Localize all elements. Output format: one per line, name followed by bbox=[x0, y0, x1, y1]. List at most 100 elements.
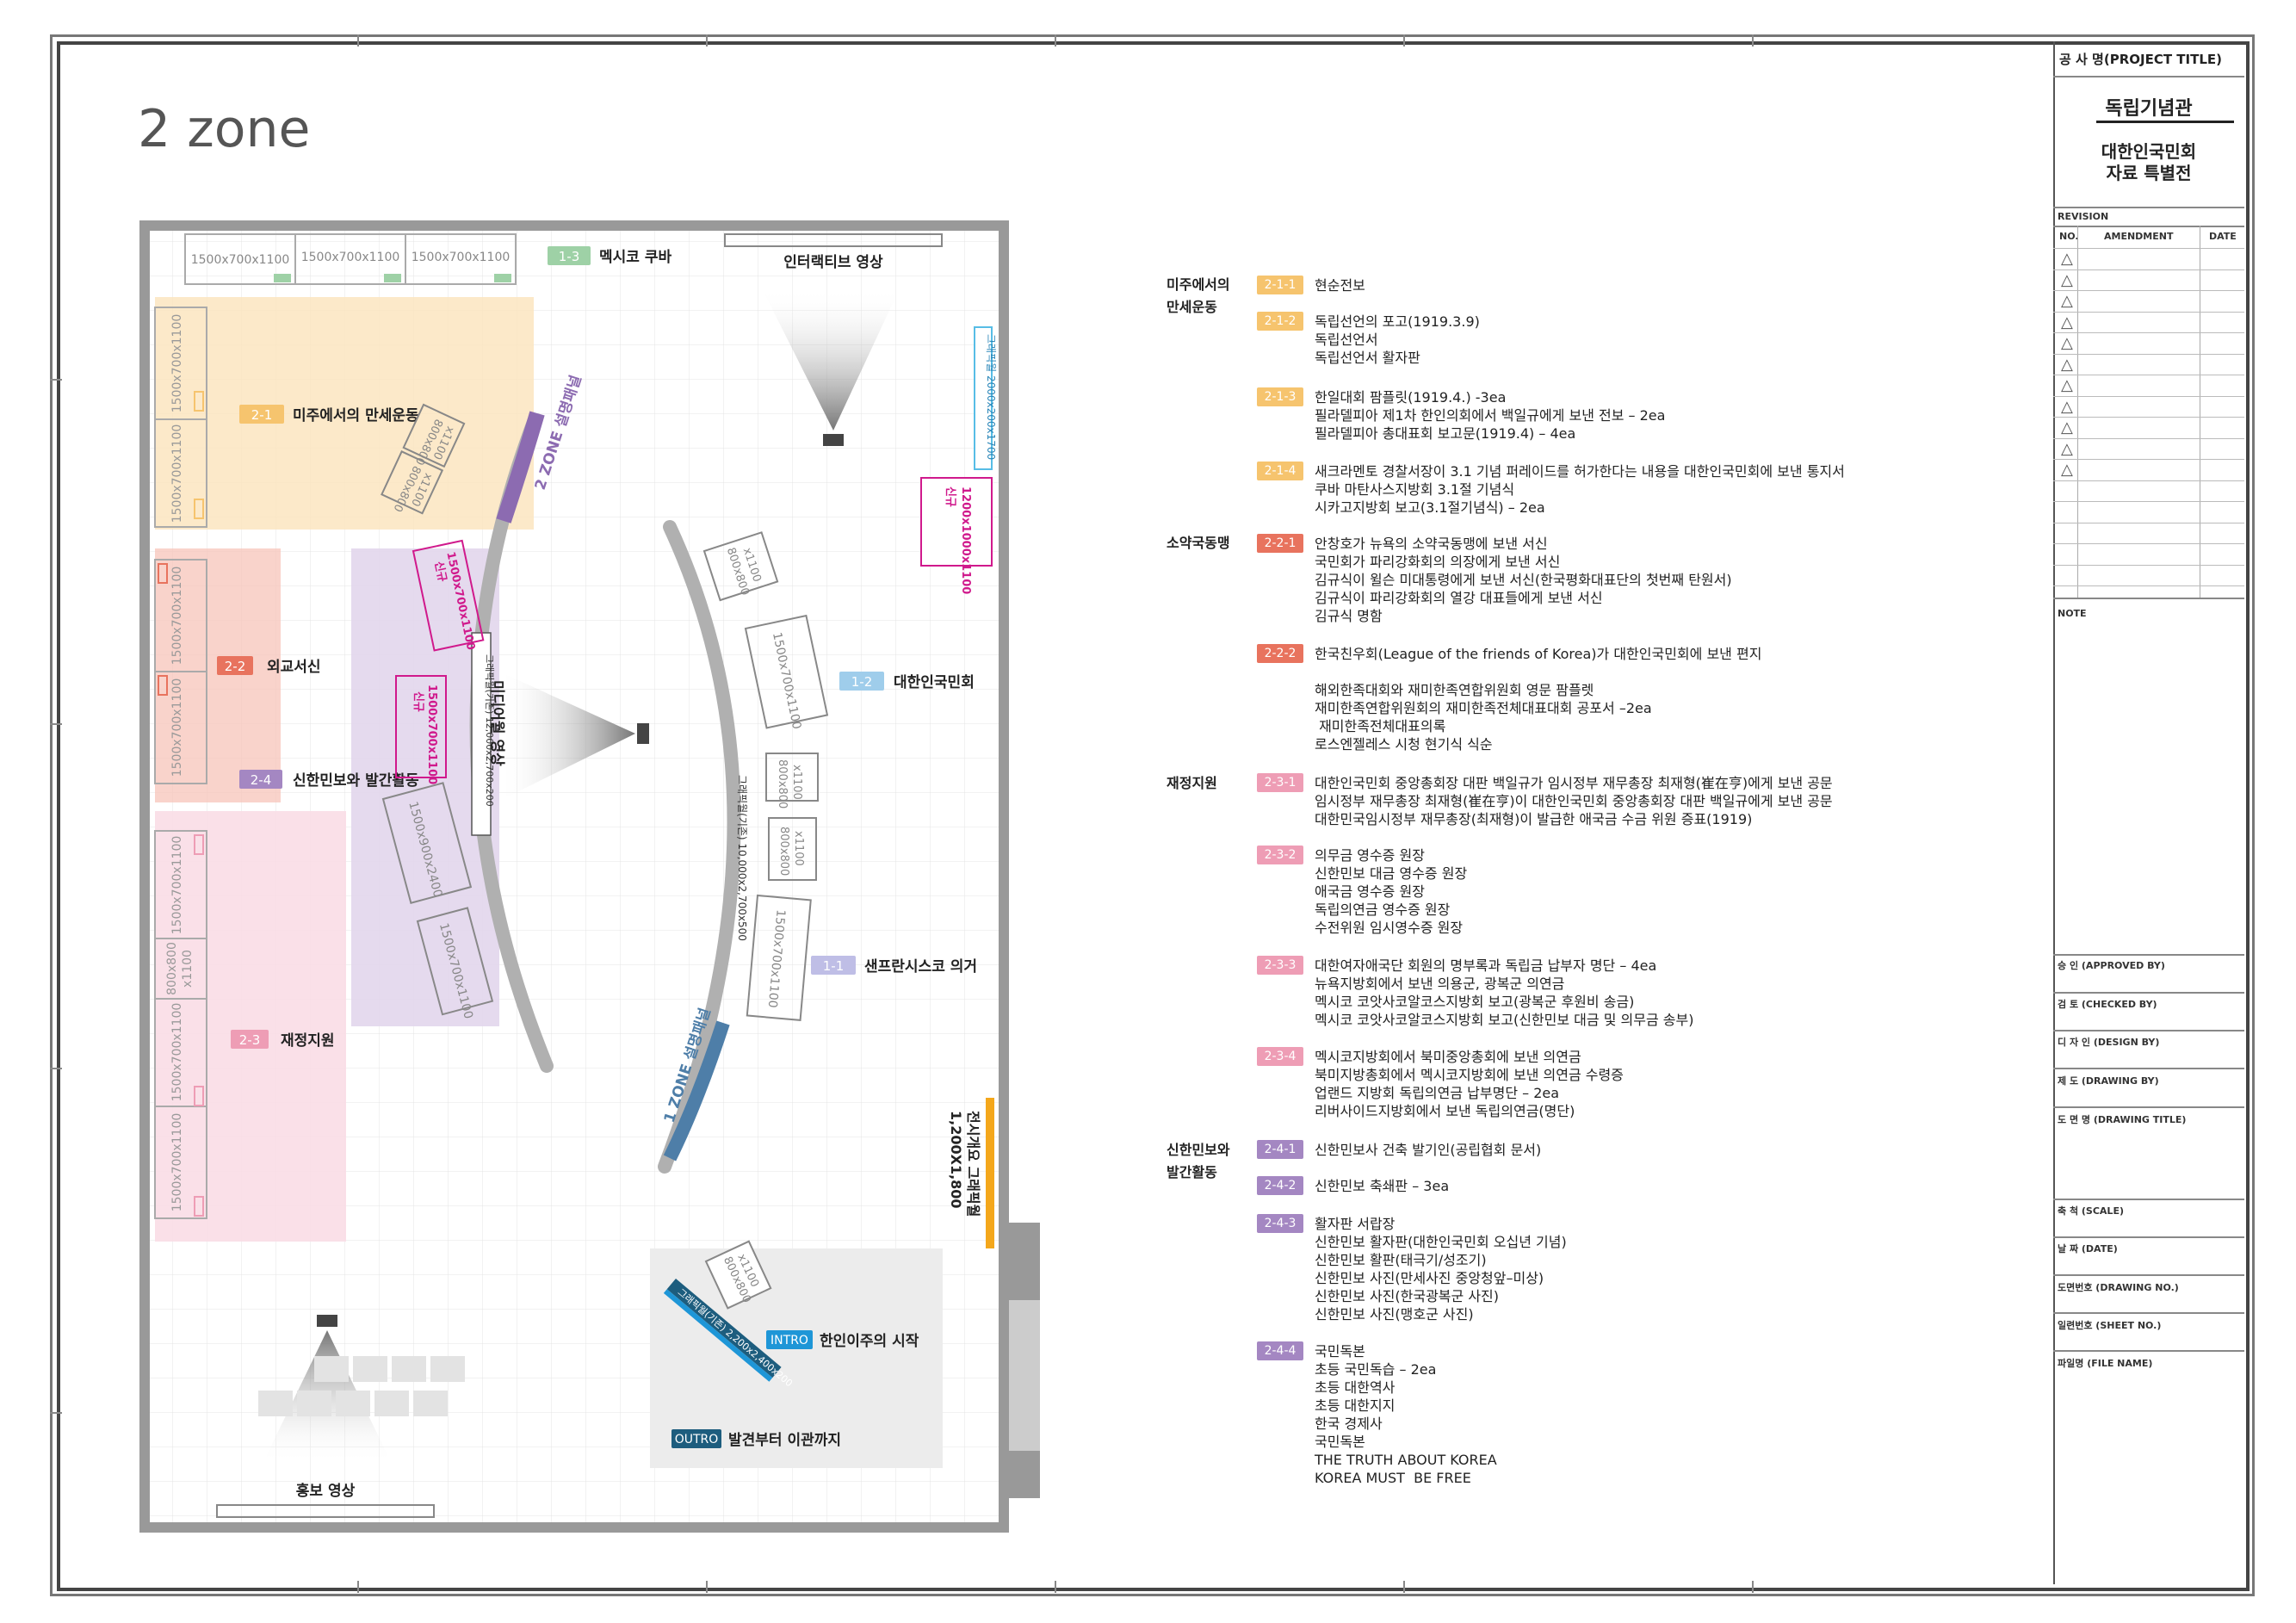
title-block-divider bbox=[2053, 41, 2055, 1584]
legend-item-text: 한국친우회(League of the friends of Korea)가 대… bbox=[1315, 646, 1762, 753]
legend-category: 재정지원 bbox=[1167, 775, 1217, 791]
interactive-video-label: 인터랙티브 영상 bbox=[783, 254, 883, 271]
svg-text:신규: 신규 bbox=[944, 486, 956, 507]
sheet-no-label: 일련번호 (SHEET NO.) bbox=[2058, 1320, 2162, 1331]
drawing-title-label: 도 면 명 (DRAWING TITLE) bbox=[2058, 1114, 2187, 1125]
revision-triangle-icon: △ bbox=[2061, 355, 2073, 374]
revision-label: REVISION bbox=[2058, 211, 2109, 222]
svg-text:2-3: 2-3 bbox=[239, 1032, 261, 1048]
col-no: NO. bbox=[2059, 231, 2079, 242]
svg-text:800x800: 800x800 bbox=[776, 759, 789, 808]
legend-item-text: 신한민보사 건축 발기인(공립협회 문서) bbox=[1315, 1142, 1542, 1158]
zone-title: 2 zone bbox=[138, 99, 311, 159]
legend-item-text: 대한여자애국단 회원의 명부록과 독립금 납부자 명단 – 4ea 뉴욕지방회에… bbox=[1315, 957, 1694, 1028]
legend-badge: 2-1-2 bbox=[1257, 312, 1303, 331]
svg-text:1-2: 1-2 bbox=[851, 674, 873, 690]
zone-24-label: 신한민보와 발간활동 bbox=[293, 771, 419, 790]
inner-frame bbox=[57, 41, 2250, 1591]
svg-text:2-1: 2-1 bbox=[251, 407, 273, 423]
approved-label: 승 인 (APPROVED BY) bbox=[2058, 960, 2165, 971]
legend-item-text: 의무금 영수증 원장 신한민보 대금 영수증 원장 애국금 영수증 원장 독립의… bbox=[1315, 847, 1468, 936]
case-top-3: 1500x700x1100 bbox=[412, 251, 511, 264]
legend-badge: 2-3-4 bbox=[1257, 1047, 1303, 1066]
note-label: NOTE bbox=[2058, 608, 2087, 619]
legend-badge: 2-2-1 bbox=[1257, 534, 1303, 553]
legend-badge: 2-3-2 bbox=[1257, 846, 1303, 864]
promo-video-label: 홍보 영상 bbox=[296, 1482, 356, 1500]
svg-text:1500x700x1100: 1500x700x1100 bbox=[170, 314, 184, 413]
legend-item-text: 활자판 서랍장 신한민보 활자판(대한인국민회 오십년 기념) 신한민보 활판(… bbox=[1315, 1216, 1567, 1323]
svg-text:1500x700x1100: 1500x700x1100 bbox=[170, 424, 184, 523]
outer-frame bbox=[50, 34, 2255, 1596]
zone-21-label: 미주에서의 만세운동 bbox=[293, 407, 419, 424]
legend-item-text: 현순전보 bbox=[1315, 277, 1365, 294]
drawing-label: 제 도 (DRAWING BY) bbox=[2058, 1075, 2159, 1087]
col-date: DATE bbox=[2209, 231, 2237, 242]
zone-21-area bbox=[155, 297, 534, 530]
zone-11-label: 샌프란시스코 의거 bbox=[864, 958, 977, 976]
svg-text:1500x700x1100: 1500x700x1100 bbox=[170, 1003, 184, 1102]
legend-item-text: 안창호가 뉴욕의 소약국동맹에 보낸 서신 국민회가 파리강화회의 의장에게 보… bbox=[1315, 536, 1732, 624]
svg-text:1,200X1,800: 1,200X1,800 bbox=[948, 1111, 964, 1209]
svg-text:x1100: x1100 bbox=[792, 831, 805, 866]
revision-triangle-icon: △ bbox=[2061, 270, 2073, 289]
zone-12-label: 대한인국민회 bbox=[894, 674, 975, 691]
legend-item-text: 국민독본 초등 국민독습 – 2ea 초등 대한역사 초등 대한지지 한국 경제… bbox=[1315, 1343, 1497, 1486]
svg-text:800x800: 800x800 bbox=[777, 827, 790, 876]
svg-text:2-2: 2-2 bbox=[225, 659, 246, 674]
revision-triangle-icon: △ bbox=[2061, 292, 2073, 310]
revision-triangle-icon: △ bbox=[2061, 397, 2073, 416]
zone-23-area bbox=[155, 811, 346, 1242]
col-amend: AMENDMENT bbox=[2104, 231, 2174, 242]
revision-triangle-icon: △ bbox=[2061, 439, 2073, 458]
legend-badge: 2-2-2 bbox=[1257, 644, 1303, 663]
revision-triangle-icon: △ bbox=[2061, 418, 2073, 437]
revision-triangle-icon: △ bbox=[2061, 250, 2073, 268]
zone-23-label: 재정지원 bbox=[281, 1032, 335, 1050]
legend-item-text: 신한민보 축쇄판 – 3ea bbox=[1315, 1178, 1450, 1194]
legend-item-text: 독립선언의 포고(1919.3.9) 독립선언서 독립선언서 활자판 bbox=[1315, 313, 1480, 366]
svg-text:x1100: x1100 bbox=[790, 765, 803, 800]
svg-text:800x800: 800x800 bbox=[165, 942, 179, 995]
svg-text:1500x700x1100: 1500x700x1100 bbox=[170, 567, 184, 666]
revision-triangle-icon: △ bbox=[2061, 313, 2073, 331]
legend-badge: 2-1-3 bbox=[1257, 387, 1303, 406]
svg-text:1500x700x1100: 1500x700x1100 bbox=[170, 1113, 184, 1212]
legend-badge: 2-3-3 bbox=[1257, 956, 1303, 975]
svg-text:1-3: 1-3 bbox=[559, 249, 580, 264]
media-wall-label: 미디어월 영상 bbox=[488, 680, 505, 766]
project-sub2: 자료 특별전 bbox=[2106, 163, 2192, 183]
right-wall-top: 그래픽월 2000x200x1700 bbox=[985, 334, 997, 460]
legend-category: 신한민보와 발간활동 bbox=[1167, 1142, 1230, 1180]
legend-item-text: 대한인국민회 중앙총회장 대판 백일규가 임시정부 재무총장 최재형(崔在亨)에… bbox=[1315, 775, 1833, 827]
legend-badge: 2-4-1 bbox=[1257, 1140, 1303, 1159]
svg-text:그래픽월(기존) 12,000x2,700x200: 그래픽월(기존) 12,000x2,700x200 bbox=[484, 654, 495, 807]
case-top-1: 1500x700x1100 bbox=[191, 253, 290, 267]
case-top-2: 1500x700x1100 bbox=[301, 251, 400, 264]
legend-badge: 2-1-4 bbox=[1257, 462, 1303, 480]
outro-label: 발견부터 이관까지 bbox=[728, 1432, 841, 1449]
scale-label: 축 척 (SCALE) bbox=[2058, 1205, 2124, 1217]
svg-text:신규: 신규 bbox=[412, 691, 424, 712]
zone-22-label: 외교서신 bbox=[267, 659, 321, 676]
file-name-label: 파일명 (FILE NAME) bbox=[2058, 1358, 2153, 1369]
intro-label: 한인이주의 시작 bbox=[820, 1333, 919, 1350]
legend-item-text: 멕시코지방회에서 북미중앙총회에 보낸 의연금 북미지방총회에서 멕시코지방회에… bbox=[1315, 1049, 1624, 1119]
legend-category: 소약국동맹 bbox=[1167, 535, 1230, 551]
intro-badge: INTRO bbox=[770, 1334, 808, 1347]
legend-item-text: 새크라멘토 경찰서장이 3.1 기념 퍼레이드를 허가한다는 내용을 대한인국민… bbox=[1315, 463, 1845, 516]
svg-text:전시개요 그래픽월: 전시개요 그래픽월 bbox=[965, 1111, 981, 1217]
svg-text:x1100: x1100 bbox=[181, 950, 195, 988]
legend-badge: 2-1-1 bbox=[1257, 276, 1303, 294]
zone-22-area bbox=[155, 548, 281, 802]
checked-label: 검 토 (CHECKED BY) bbox=[2058, 999, 2157, 1010]
floor-plan: 1500x700x1100 1500x700x1100 1500x700x110… bbox=[139, 220, 1040, 1533]
date-label: 날 짜 (DATE) bbox=[2058, 1243, 2118, 1254]
design-label: 디 자 인 (DESIGN BY) bbox=[2058, 1037, 2160, 1048]
project-label: 공 사 명(PROJECT TITLE) bbox=[2059, 52, 2222, 67]
legend-category: 미주에서의 만세운동 bbox=[1167, 276, 1230, 315]
legend-badge: 2-4-4 bbox=[1257, 1341, 1303, 1360]
project-sub1: 대한인국민회 bbox=[2101, 141, 2197, 162]
svg-text:신규: 신규 bbox=[431, 561, 449, 584]
graphic-wall-vertical: 그래픽월(기존) 10,000x2,700x500 bbox=[736, 775, 748, 941]
